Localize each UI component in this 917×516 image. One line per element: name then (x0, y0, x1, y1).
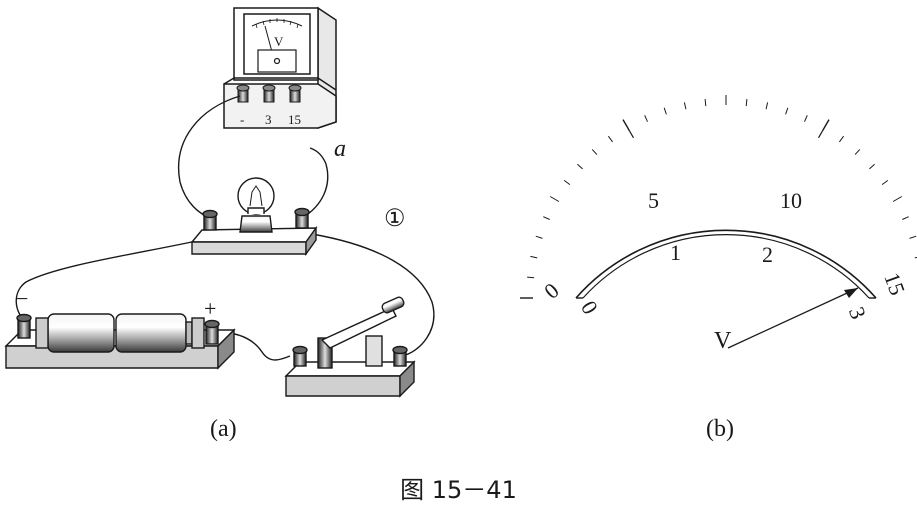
dial-tick (577, 163, 583, 170)
zero-adjust-screw (273, 57, 281, 65)
dial-tick (785, 107, 789, 115)
voltmeter: V - 3 15 (223, 6, 337, 130)
dial-tick (821, 119, 830, 132)
subfigure-a-label: (a) (210, 416, 237, 442)
dial-pointer-label: V (714, 328, 732, 354)
dial-tick (549, 196, 560, 202)
dial-tick (644, 115, 648, 122)
battery-minus-label: − (16, 286, 28, 311)
dial-tick (902, 216, 909, 220)
dial-tick (914, 256, 917, 259)
voltmeter-base (223, 83, 337, 129)
dial-tick (869, 163, 875, 170)
wire-a (301, 147, 329, 219)
subfigure-b-label: (b) (706, 416, 734, 442)
upper-scale-label-10: 10 (780, 188, 802, 213)
dial-tick (530, 255, 538, 259)
voltmeter-needle (264, 25, 273, 53)
terminal-label-15: 15 (288, 112, 301, 127)
lower-scale-label-1: 1 (670, 240, 681, 265)
voltmeter-dial: 0 5 10 15 0 1 2 3 V (520, 95, 917, 354)
lamp-board (190, 177, 318, 257)
dial-tick (607, 135, 614, 143)
dial-tick (804, 115, 808, 122)
wire-a-label: a (334, 136, 346, 162)
dial-tick (535, 235, 543, 239)
dial-tick (854, 149, 861, 155)
upper-scale-label-0: 0 (539, 278, 563, 304)
dial-pointer-arrowhead (844, 288, 858, 298)
battery-cell-left (47, 313, 115, 353)
lower-scale-label-3: 3 (844, 303, 871, 322)
upper-scale-label-15: 15 (879, 269, 910, 298)
circled-one-label: ① (384, 206, 406, 232)
switch-handle (381, 296, 405, 314)
dial-pointer (727, 287, 859, 349)
lamp-socket (239, 215, 273, 233)
dial-tick (765, 102, 769, 110)
upper-scale-label-5: 5 (648, 188, 659, 213)
dial-tick (909, 235, 917, 239)
switch-blade (320, 307, 397, 349)
lower-scale-label-2: 2 (762, 242, 773, 267)
battery-plus-label: + (204, 296, 216, 321)
battery-holder (4, 313, 236, 370)
voltmeter-dial-symbol: V (274, 34, 284, 49)
wire-lamp-to-battery (15, 237, 211, 323)
dial-tick (704, 99, 707, 107)
voltmeter-terminals (236, 84, 302, 103)
switch-contact (365, 335, 383, 367)
dial-tick (591, 149, 598, 155)
dial-tick (838, 135, 845, 143)
lower-scale-label-0: 0 (576, 296, 603, 318)
dial-tick (527, 276, 535, 279)
dial-lower-tick (817, 130, 824, 139)
dial-tick (892, 196, 903, 202)
dial-tick (663, 107, 667, 115)
figure-caption: 图 15－41 (400, 476, 517, 504)
dial-ticks (520, 95, 917, 299)
dial-inner-arc (582, 234, 870, 299)
lamp-terminals (202, 207, 310, 231)
dial-tick (622, 119, 631, 132)
wire-lamp-to-switch (311, 233, 435, 357)
terminal-label-3: 3 (265, 112, 272, 127)
battery-cell-right (115, 313, 187, 353)
wires (15, 95, 435, 361)
dial-lower-tick (628, 130, 635, 139)
wire-voltmeter-to-lamp-left (178, 95, 241, 219)
knife-switch (284, 296, 416, 398)
dial-tick (683, 102, 687, 110)
dial-outer-arc (575, 229, 877, 299)
dial-tick (543, 216, 550, 220)
dial-tick (881, 179, 889, 186)
dial-tick (745, 99, 748, 107)
terminal-label-minus: - (240, 112, 244, 127)
dial-tick (563, 179, 571, 186)
